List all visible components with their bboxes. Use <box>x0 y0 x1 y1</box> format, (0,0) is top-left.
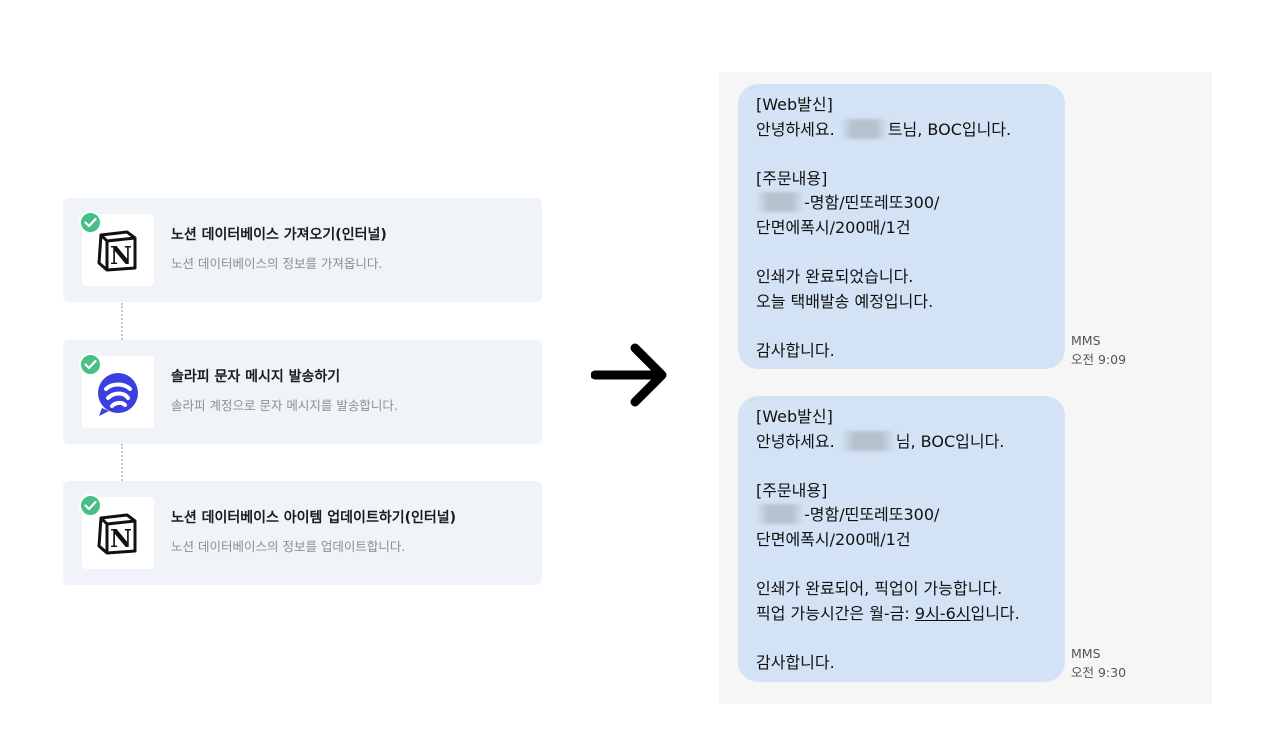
message-line: -명함/띤또레또300/ <box>756 503 1047 528</box>
step-description: 노션 데이터베이스의 정보를 가져옵니다. <box>171 256 383 271</box>
step-description: 노션 데이터베이스의 정보를 업데이트합니다. <box>171 539 406 554</box>
message-line: 감사합니다. <box>756 340 835 360</box>
message-meta: MMS 오전 9:09 <box>1071 331 1126 369</box>
message-line: 단면에폭시/200매/1건 <box>756 529 911 549</box>
workflow-step-notion-fetch[interactable]: N 노션 데이터베이스 가져오기(인터널) 노션 데이터베이스의 정보를 가져옵… <box>63 198 542 302</box>
message-time: 오전 9:30 <box>1071 665 1127 680</box>
message-meta: MMS 오전 9:30 <box>1071 644 1126 682</box>
check-icon <box>79 494 102 517</box>
step-title: 솔라피 문자 메시지 발송하기 <box>171 369 341 385</box>
message-line: 픽업 가능시간은 월-금: 9시-6시입니다. <box>756 603 1020 623</box>
solapi-logo-icon <box>79 353 154 428</box>
redacted-text <box>756 504 804 525</box>
message-type: MMS <box>1071 333 1101 348</box>
svg-text:N: N <box>110 241 132 270</box>
message-line: 인쇄가 완료되었습니다. <box>756 267 914 287</box>
message-line: [주문내용] <box>756 480 828 500</box>
message-line: -명함/띤또레또300/ <box>756 191 1047 216</box>
redacted-name <box>839 118 888 139</box>
message-bubble[interactable]: [Web발신] 안녕하세요. 님, BOC입니다. [주문내용] -명함/띤또레… <box>738 396 1065 682</box>
message-line: 인쇄가 완료되어, 픽업이 가능합니다. <box>756 579 1003 599</box>
arrow-right-icon <box>591 343 667 407</box>
step-description: 솔라피 계정으로 문자 메시지를 발송합니다. <box>171 398 398 413</box>
message-line: [Web발신] <box>756 95 833 114</box>
redacted-text <box>756 192 804 213</box>
redacted-name <box>839 430 896 451</box>
message-line: 안녕하세요. 트님, BOC입니다. <box>756 118 1012 139</box>
message-bubble[interactable]: [Web발신] 안녕하세요. 트님, BOC입니다. [주문내용] -명함/띤또… <box>738 84 1065 369</box>
message-line: 오늘 택배발송 예정입니다. <box>756 291 934 311</box>
svg-text:N: N <box>110 524 132 553</box>
workflow-step-notion-update[interactable]: N 노션 데이터베이스 아이템 업데이트하기(인터널) 노션 데이터베이스의 정… <box>63 481 542 585</box>
step-connector <box>121 444 123 481</box>
message-line: [주문내용] <box>756 168 828 188</box>
message-line: 감사합니다. <box>756 652 835 672</box>
step-title: 노션 데이터베이스 가져오기(인터널) <box>171 227 387 243</box>
pickup-hours: 9시-6시 <box>914 603 971 623</box>
step-title: 노션 데이터베이스 아이템 업데이트하기(인터널) <box>171 510 457 526</box>
step-connector <box>121 303 123 340</box>
message-line: 단면에폭시/200매/1건 <box>756 217 911 237</box>
workflow-step-solapi-send[interactable]: 솔라피 문자 메시지 발송하기 솔라피 계정으로 문자 메시지를 발송합니다. <box>63 340 542 444</box>
notion-logo-icon: N <box>79 494 154 569</box>
check-icon <box>79 353 102 376</box>
message-type: MMS <box>1071 646 1101 661</box>
notion-logo-icon: N <box>79 211 154 286</box>
check-icon <box>79 211 102 234</box>
message-line: [Web발신] <box>756 407 833 426</box>
message-time: 오전 9:09 <box>1071 352 1127 367</box>
message-line: 안녕하세요. 님, BOC입니다. <box>756 430 1005 451</box>
